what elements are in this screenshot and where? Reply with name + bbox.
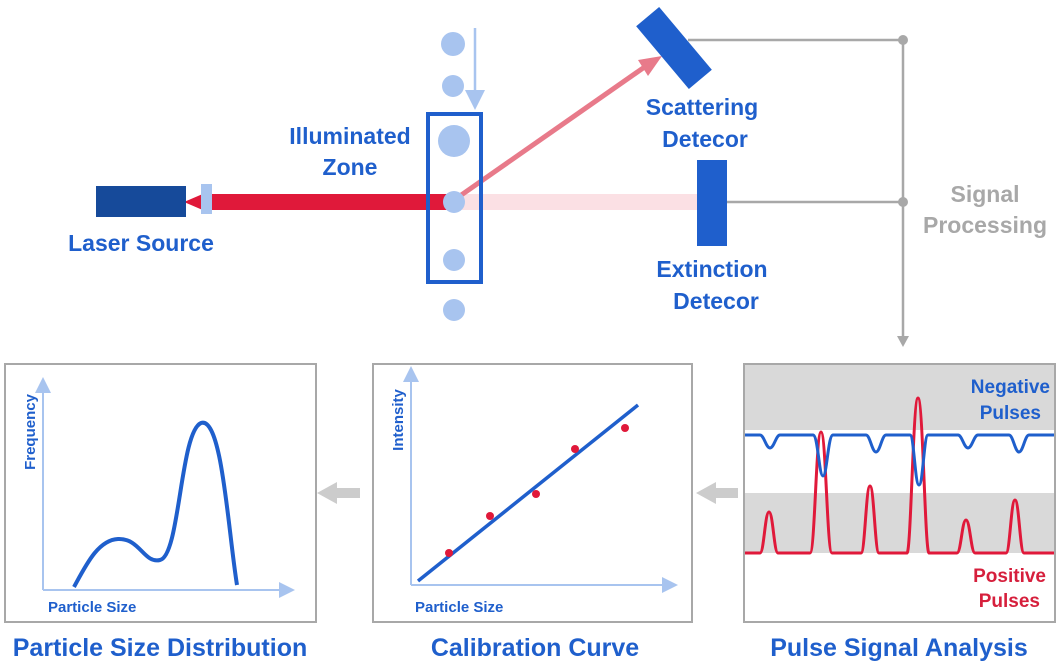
flow-arrow-left [317,482,360,504]
distribution-curve [72,420,239,588]
positive-pulse-trace [745,396,1054,555]
panel-title: Particle Size Distribution [13,634,308,662]
wire-junction [898,197,908,207]
calibration-point [571,445,579,453]
distribution-panel: Frequency Particle Size Particle Size Di… [4,363,317,662]
negative-pulses-label: Negative [971,377,1050,398]
scattered-beam-arrowhead [638,56,662,76]
extinction-detector-label: Detecor [673,288,759,314]
illuminated-zone-label: Zone [323,154,378,180]
panel-title: Calibration Curve [431,634,639,662]
x-axis-label: Particle Size [415,599,503,616]
calibration-point [486,512,494,520]
illuminated-zone-label: Illuminated [289,123,410,149]
particle [441,32,465,56]
calibration-point [445,549,453,557]
particle [438,125,470,157]
y-axis-label: Intensity [390,389,407,451]
particle [443,249,465,271]
illuminated-zone-box [426,112,483,284]
wire-junction [898,35,908,45]
laser-aperture [201,184,212,214]
pulse-panel: Negative Pulses Positive Pulses Pulse Si… [743,363,1056,662]
scattering-detector-label: Detecor [662,126,748,152]
panel-frame [4,363,317,623]
calibration-point [621,424,629,432]
x-axis-label: Particle Size [48,599,136,616]
extinction-detector-label: Extinction [656,256,767,282]
calibration-point [532,490,540,498]
negative-band [745,365,1054,430]
particle [442,75,464,97]
particle [443,191,465,213]
calibration-panel: Intensity Particle Size Calibration Curv… [372,363,693,662]
panel-title: Pulse Signal Analysis [770,634,1028,662]
positive-band [745,493,1054,553]
extinction-detector [697,160,727,246]
negative-pulse-trace [745,433,1054,487]
signal-processing-label: Signal [950,181,1019,207]
optical-setup: Illuminated Zone Scattering Detecor Exti… [68,6,1047,347]
processing-arrowhead [897,336,909,347]
calibration-line [416,403,640,583]
signal-processing-label: Processing [923,212,1047,238]
negative-pulses-label: Pulses [980,403,1041,424]
y-axis-label: Frequency [22,393,39,470]
transmitted-beam [462,194,700,210]
positive-pulses-label: Pulses [979,591,1040,612]
flow-arrow-left [696,482,738,504]
scattering-detector [636,6,712,90]
scattered-beam [455,63,648,201]
laser-source-label: Laser Source [68,230,214,256]
laser-source-block [96,186,186,217]
positive-pulses-label: Positive [973,566,1046,587]
laser-beam [212,194,457,210]
scattering-detector-label: Scattering [646,94,758,120]
particle [443,299,465,321]
